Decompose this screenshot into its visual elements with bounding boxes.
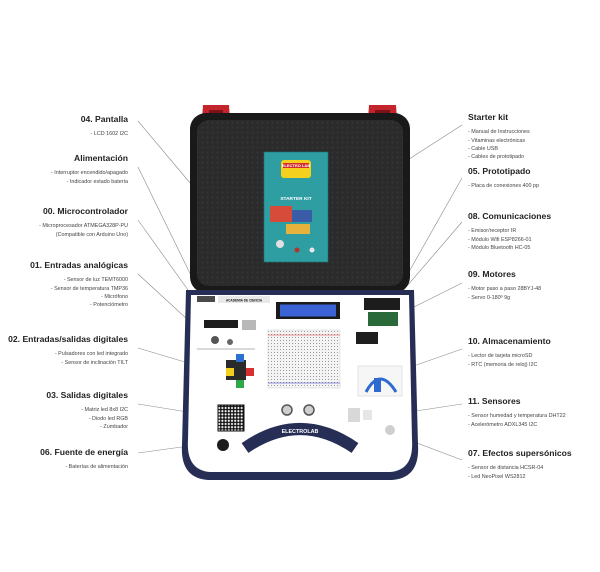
label-fuente-energia: 06. Fuente de energía - Baterías de alim… [40,447,128,471]
board-name: ELECTROLAB [282,429,319,435]
label-motores: 09. Motores - Motor paso a paso 28BYJ-48… [468,269,542,301]
lcd-display [276,302,340,319]
label-alimentacion: Alimentación - Interruptor encendido/apa… [50,153,128,185]
label-comunicaciones: 08. Comunicaciones - Emisor/receptor IR … [468,211,552,252]
book-title: STARTER KIT [280,196,311,202]
board-brand: ACADEMIA DE CIENCIA [226,299,263,303]
label-sensores: 11. Sensores - Sensor humedad y temperat… [468,396,566,428]
label-starter-kit: Starter kit - Manual de Instrucciones - … [468,112,530,161]
label-almacenamiento: 10. Almacenamiento - Lector de tarjeta m… [468,336,551,368]
push-buttons [226,354,254,388]
label-pantalla: 04. Pantalla - LCD 1602 I2C [80,114,128,138]
leader-line-l1 [137,120,197,191]
starter-kit-book: ELECTRO LAB STARTER KIT [263,151,329,263]
label-salidas-digitales: 03. Salidas digitales - Matriz led 8x8 I… [46,390,128,431]
label-entradas-analogicas: 01. Entradas analógicas - Sensor de luz … [30,260,128,309]
led-matrix [217,404,245,432]
label-entradas-salidas-digitales: 02. Entradas/salidas digitales - Pulsado… [8,334,128,366]
label-microcontrolador: 00. Microcontrolador - Microprocesador A… [39,206,128,238]
label-efectos-supersonicos: 07. Efectos supersónicos - Sensor de dis… [468,448,572,480]
breadboard [267,329,341,389]
leader-line-r2 [409,177,463,271]
label-prototipado: 05. Prototipado - Placa de conexiones 40… [468,166,540,190]
book-brand: ELECTRO LAB [282,163,311,168]
